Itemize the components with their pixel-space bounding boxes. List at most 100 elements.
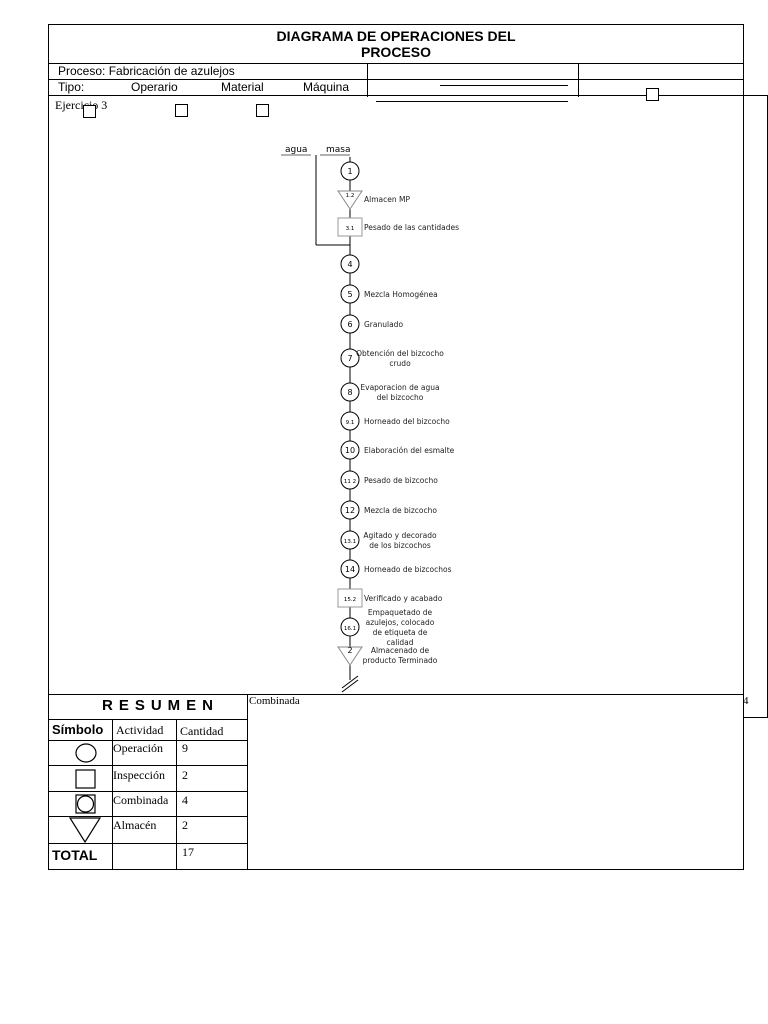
- flow-layer: agua masa 1 1.2 Almacen MP 3.1 Pesado de las c…: [281, 145, 459, 693]
- step-label: Mezcla Homogénea: [364, 290, 438, 299]
- step-label: Mezcla de bizcocho: [364, 506, 437, 515]
- step-number: 1: [347, 167, 352, 176]
- step-label: azulejos, colocado: [366, 618, 435, 627]
- operation-circle-icon: [340, 284, 360, 304]
- table-header-top: [48, 719, 247, 720]
- tipo-divider: [48, 95, 768, 96]
- step-label: de etiqueta de: [373, 628, 428, 637]
- operation-circle-icon: [340, 440, 360, 460]
- step-label: Pesado de las cantidades: [364, 223, 459, 232]
- end-break-1: [341, 675, 359, 689]
- row-inspeccion-actividad: Inspección: [113, 768, 165, 782]
- step-label: Evaporacion de agua: [360, 383, 439, 392]
- row-inspeccion-cantidad: 2: [182, 768, 188, 782]
- resumen-col-divider: [247, 694, 248, 870]
- row-operacion-cantidad: 9: [182, 741, 188, 755]
- operation-circle-icon: [340, 617, 360, 637]
- storage-triangle-icon: [337, 646, 363, 666]
- operation-circle-icon: [340, 382, 360, 402]
- step-label: Almacen MP: [364, 195, 410, 204]
- end-break-2: [341, 679, 359, 693]
- step-label: de los bizcochos: [369, 541, 431, 550]
- row-combinada-actividad: Combinada: [113, 793, 169, 807]
- storage-triangle-icon: [337, 190, 363, 210]
- step-number: 4: [347, 260, 352, 269]
- title-line-1: DIAGRAMA DE OPERACIONES DEL: [276, 28, 516, 44]
- header-simbolo: Símbolo: [52, 722, 104, 737]
- step-number: 12: [345, 506, 355, 515]
- combined-circle-icon: [76, 795, 95, 813]
- operation-circle-icon: [340, 411, 360, 431]
- inspection-square-icon: [337, 588, 363, 608]
- resumen-title: RESUMEN: [102, 697, 220, 714]
- operation-circle-icon: [340, 348, 360, 368]
- resumen-symbols: [68, 743, 102, 844]
- row-combinada-cantidad: 4: [182, 793, 188, 807]
- row-operacion-actividad: Operación: [113, 741, 163, 755]
- step-number: 6: [347, 320, 352, 329]
- extra-checkbox[interactable]: [646, 88, 659, 101]
- step-number: 7: [347, 354, 352, 363]
- row-almacen-actividad: Almacén: [113, 818, 157, 832]
- resumen-top-line: [48, 694, 744, 695]
- step-number: 3.1: [346, 226, 355, 232]
- process-flow-diagram: agua masa 1 1.2 Almacen MP 3.1 Pesado de las c…: [281, 145, 459, 693]
- proceso-label: Proceso: Fabricación de azulejos: [58, 64, 235, 78]
- inspection-square-icon: [75, 769, 96, 789]
- tipo-option-operario: Operario: [131, 80, 178, 94]
- step-number: 9.1: [346, 420, 355, 426]
- step-number: 5: [347, 290, 352, 299]
- step-number: 1.2: [346, 193, 355, 199]
- operation-circle-icon: [340, 254, 360, 274]
- storage-triangle-icon: [68, 817, 102, 844]
- operario-checkbox[interactable]: [83, 105, 96, 118]
- frame-bottom: [48, 869, 744, 870]
- input-masa: masa: [326, 145, 351, 155]
- header-divider: [48, 63, 744, 64]
- page-title: DIAGRAMA DE OPERACIONES DEL PROCESO: [200, 28, 592, 60]
- step-label: calidad: [386, 638, 413, 647]
- step-number: 14: [345, 565, 355, 574]
- step-label: del bizcocho: [377, 393, 424, 402]
- step-label: Granulado: [364, 320, 403, 329]
- header-cantidad: Cantidad: [180, 724, 224, 738]
- proceso-divider: [48, 79, 744, 80]
- step-label: Almacenado de: [371, 646, 430, 655]
- table-row-line-1: [48, 740, 247, 741]
- header-actividad: Actividad: [116, 723, 164, 737]
- step-label: producto Terminado: [363, 656, 438, 665]
- tipo-label: Tipo:: [58, 80, 85, 94]
- operation-circle-icon: [340, 559, 360, 579]
- tipo-option-maquina: Máquina: [303, 80, 350, 94]
- table-row-line-2: [48, 765, 247, 766]
- inspection-square-icon: [337, 217, 363, 237]
- step-label: Pesado de bizcocho: [364, 476, 438, 485]
- table-row-line-5: [48, 843, 247, 844]
- step-label: Obtención del bizcocho: [356, 349, 444, 358]
- table-row-line-4: [48, 816, 247, 817]
- step-number: 13.1: [344, 539, 356, 545]
- maquina-checkbox[interactable]: [256, 104, 269, 117]
- total-label: TOTAL: [52, 847, 98, 863]
- step-number: 16.1: [344, 626, 356, 632]
- signature-line-1: [440, 85, 568, 86]
- step-number: 15.2: [344, 597, 356, 603]
- header-col-divider-2: [578, 63, 579, 97]
- step-label: Empaquetado de: [368, 608, 433, 617]
- combinada-value: 4: [743, 695, 749, 707]
- table-col-1: [112, 719, 113, 870]
- table-col-2: [176, 719, 177, 870]
- frame-left: [48, 24, 49, 870]
- step-label: Horneado del bizcocho: [364, 417, 450, 426]
- total-value: 17: [182, 845, 194, 859]
- operation-circle-icon: [340, 530, 360, 550]
- operation-circle-icon: [340, 500, 360, 520]
- step-number: 8: [347, 388, 352, 397]
- input-agua: agua: [285, 145, 307, 155]
- operation-circle-icon: [340, 314, 360, 334]
- step-number: 2: [347, 646, 352, 655]
- frame-top: [48, 24, 744, 25]
- material-checkbox[interactable]: [175, 104, 188, 117]
- step-number: 11 2: [344, 479, 356, 485]
- header-col-divider-1: [367, 63, 368, 97]
